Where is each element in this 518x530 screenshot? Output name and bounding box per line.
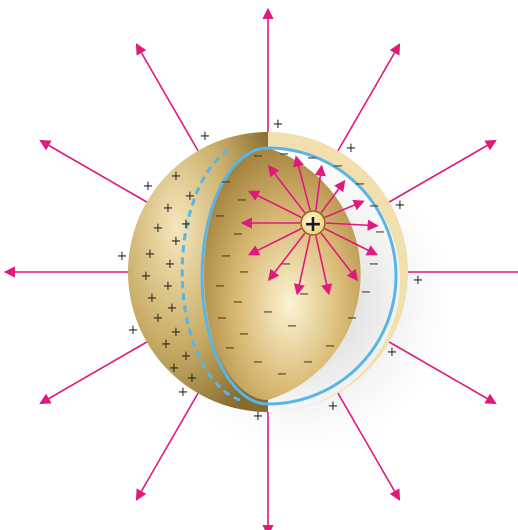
inner-surface-charge: − [369,199,380,214]
outer-surface-charge: + [253,409,264,424]
outer-surface-charge: + [171,234,182,249]
inner-surface-charge: − [355,177,366,192]
outer-surface-charge: + [185,189,196,204]
inner-surface-charge: − [221,249,232,264]
outer-surface-charge: + [187,371,198,386]
outer-surface-charge: + [117,249,128,264]
inner-surface-charge: − [233,295,244,310]
inner-surface-charge: − [307,151,318,166]
outer-surface-charge: + [163,201,174,216]
outer-surface-charge: + [163,279,174,294]
external-field-line [389,141,495,202]
inner-surface-charge: − [239,327,250,342]
inner-surface-charge: − [253,149,264,164]
inner-surface-charge: − [325,339,336,354]
outer-surface-charge: + [395,198,406,213]
inner-surface-charge: − [253,355,264,370]
outer-surface-charge: + [171,169,182,184]
outer-surface-charge: + [153,311,164,326]
outer-surface-charge: + [161,337,172,352]
outer-surface-charge: + [128,323,139,338]
inner-surface-charge: − [281,257,292,272]
point-charge-sign: + [304,212,322,237]
point-charge: + [301,211,325,237]
outer-surface-charge: + [153,221,164,236]
inner-surface-charge: − [215,209,226,224]
inner-surface-charge: − [225,341,236,356]
outer-surface-charge: + [165,257,176,272]
outer-surface-charge: + [145,247,156,262]
inner-surface-charge: − [217,311,228,326]
outer-surface-charge: + [178,385,189,400]
outer-surface-charge: + [141,269,152,284]
outer-surface-charge: + [413,273,424,288]
inner-surface-charge: − [369,257,380,272]
outer-surface-charge: + [147,291,158,306]
inner-surface-charge: − [263,305,274,320]
inner-surface-charge: − [221,175,232,190]
inner-surface-charge: − [277,367,288,382]
outer-surface-charge: + [273,117,284,132]
inner-surface-charge: − [233,227,244,242]
outer-surface-charge: + [200,129,211,144]
external-field-line [137,393,198,499]
inner-surface-charge: − [239,265,250,280]
outer-surface-charge: + [171,325,182,340]
outer-surface-charge: + [167,301,178,316]
outer-surface-charge: + [387,345,398,360]
inner-surface-charge: − [375,225,386,240]
inner-surface-charge: − [361,285,372,300]
external-field-line [41,141,147,202]
outer-surface-charge: + [181,349,192,364]
external-field-line [137,45,198,151]
external-field-line [41,342,147,403]
inner-surface-charge: − [333,159,344,174]
inner-surface-charge: − [279,147,290,162]
inner-surface-charge: − [303,355,314,370]
outer-surface-charge: + [346,141,357,156]
inner-surface-charge: − [287,319,298,334]
inner-surface-charge: − [237,193,248,208]
external-field-line [338,45,399,151]
inner-surface-charge: − [299,287,310,302]
outer-surface-charge: + [169,361,180,376]
inner-surface-charge: − [347,311,358,326]
outer-surface-charge: + [181,217,192,232]
outer-surface-charge: + [328,399,339,414]
inner-surface-charge: − [215,279,226,294]
outer-surface-charge: + [143,179,154,194]
